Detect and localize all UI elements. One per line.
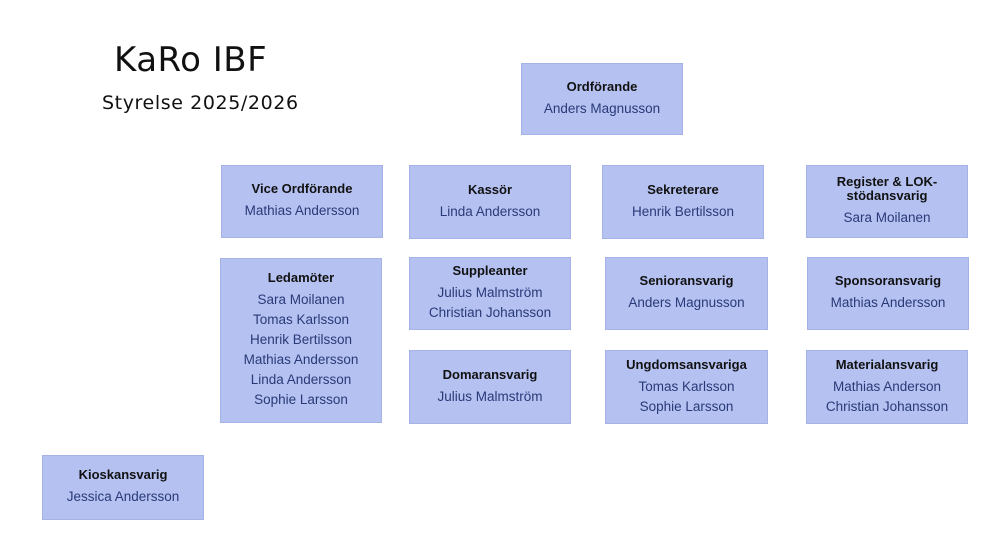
person-name: Julius Malmström (437, 285, 543, 300)
person-name: Henrik Bertilsson (249, 332, 353, 347)
role-box-sekreterare: Sekreterare Henrik Bertilsson (602, 165, 764, 239)
person-name: Julius Malmström (437, 388, 543, 404)
person-name: Henrik Bertilsson (631, 203, 735, 219)
role-title: Sponsoransvarig (834, 273, 942, 288)
role-title: Materialansvarig (835, 356, 939, 372)
role-title: Suppleanter (452, 263, 528, 278)
person-name: Linda Andersson (439, 203, 541, 219)
role-title: Kioskansvarig (78, 467, 168, 482)
role-box-kioskansvarig: Kioskansvarig Jessica Andersson (42, 455, 204, 520)
role-title: Ordförande (566, 78, 638, 94)
person-name: Sara Moilanen (257, 292, 345, 307)
person-name: Christian Johansson (428, 305, 552, 320)
role-box-vice-ordforande: Vice Ordförande Mathias Andersson (221, 165, 383, 238)
role-title: Ungdomsansvariga (626, 356, 747, 372)
role-title: Sekreterare (647, 181, 719, 197)
role-title: Register & LOK-stödansvarig (836, 174, 938, 203)
person-name: Sophie Larsson (254, 392, 348, 407)
role-box-ordforande: Ordförande Anders Magnusson (521, 63, 683, 135)
role-title: Domaransvarig (442, 366, 538, 382)
role-title: Kassör (467, 181, 513, 197)
role-box-materialansvarig: Materialansvarig Mathias Anderson Christ… (806, 350, 968, 424)
person-name: Christian Johansson (825, 398, 949, 414)
role-box-suppleanter: Suppleanter Julius Malmström Christian J… (409, 257, 571, 330)
person-name: Sara Moilanen (843, 210, 931, 225)
person-name: Mathias Andersson (243, 352, 359, 367)
page-title: KaRo IBF (114, 40, 268, 80)
person-name: Mathias Andersson (244, 203, 360, 218)
role-title: Ledamöter (267, 270, 335, 285)
role-box-kassor: Kassör Linda Andersson (409, 165, 571, 239)
person-name: Jessica Andersson (66, 489, 180, 504)
role-box-sponsoransvarig: Sponsoransvarig Mathias Andersson (807, 257, 969, 330)
person-name: Sophie Larsson (639, 398, 734, 414)
page-subtitle: Styrelse 2025/2026 (102, 92, 299, 114)
role-box-ungdomsansvariga: Ungdomsansvariga Tomas Karlsson Sophie L… (605, 350, 768, 424)
person-name: Anders Magnusson (543, 100, 661, 116)
person-name: Mathias Anderson (832, 378, 942, 394)
role-title: Senioransvarig (639, 273, 734, 288)
person-name: Linda Andersson (250, 372, 352, 387)
role-title: Vice Ordförande (251, 181, 353, 196)
role-box-ledamoter: Ledamöter Sara Moilanen Tomas Karlsson H… (220, 258, 382, 423)
role-box-senioransvarig: Senioransvarig Anders Magnusson (605, 257, 768, 330)
person-name: Anders Magnusson (628, 295, 745, 310)
role-box-register-lok: Register & LOK-stödansvarig Sara Moilane… (806, 165, 968, 238)
person-name: Mathias Andersson (830, 295, 946, 310)
role-box-domaransvarig: Domaransvarig Julius Malmström (409, 350, 571, 424)
person-name: Tomas Karlsson (638, 378, 735, 394)
person-name: Tomas Karlsson (252, 312, 350, 327)
